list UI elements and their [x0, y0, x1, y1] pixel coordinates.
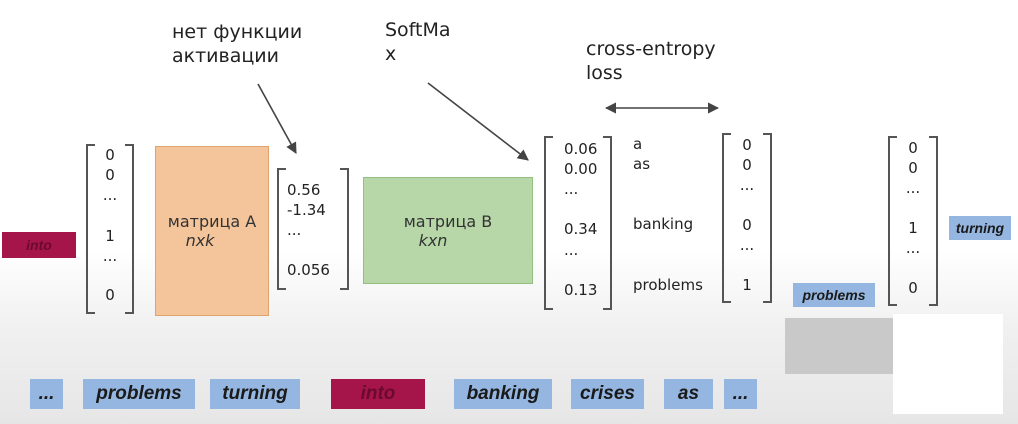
word-tag-turning: turning: [949, 216, 1011, 240]
output-label: problems: [633, 276, 703, 294]
vector-value: ...: [739, 176, 755, 194]
hidden-vector-left-bracket: [277, 168, 286, 290]
target-vector-1-left-bracket: [722, 133, 731, 303]
arrow-to-hidden-vector: [257, 83, 297, 154]
vector-value: 0.056: [287, 261, 330, 279]
sentence-token-input: into: [331, 379, 425, 409]
word-tag-problems: problems: [793, 283, 875, 307]
input-word-tag: into: [2, 232, 76, 258]
target-vector-2: 0 0 ... 1 ... 0: [888, 136, 938, 306]
target-vector-2-left-bracket: [888, 136, 897, 306]
vector-value: ...: [564, 241, 579, 259]
vector-value: ...: [905, 179, 921, 197]
input-vector-left-bracket: [86, 144, 95, 314]
sentence-token: as: [664, 379, 713, 409]
vector-value: 0: [742, 136, 752, 154]
arrow-to-output-vector: [427, 82, 529, 161]
output-label: as: [633, 155, 651, 173]
vector-value: ...: [564, 180, 579, 198]
vector-value: 0: [908, 139, 918, 157]
sentence-token: ...: [724, 379, 757, 409]
target-vector-1-right-bracket: [763, 133, 772, 303]
matrix-a-dims: nxk: [185, 231, 215, 250]
sentence-token: turning: [210, 379, 300, 409]
vector-value: 1: [742, 276, 752, 294]
annotation-softmax: SoftMa x: [385, 19, 451, 65]
vector-value: 0: [742, 216, 752, 234]
vector-value: 0.13: [564, 281, 598, 299]
vector-value: 0: [105, 286, 115, 304]
output-vector-left-bracket: [544, 136, 553, 310]
matrix-b-title: матрица В: [403, 211, 493, 231]
vector-value: 0: [908, 159, 918, 177]
annotation-no-activation: нет функции активации: [172, 21, 303, 67]
matrix-a-box: матрица А nxk: [155, 146, 269, 316]
hidden-vector: 0.56 -1.34 ... 0.056: [277, 168, 349, 290]
matrix-a-title: матрица А: [167, 212, 257, 231]
target-vector-1: 0 0 ... 0 ... 1: [722, 133, 772, 303]
vector-value: -1.34: [287, 201, 326, 219]
vector-value: 0.00: [564, 160, 598, 178]
matrix-b-dims: kxn: [418, 230, 448, 250]
vector-value: 1: [105, 227, 115, 245]
vector-value: ...: [102, 186, 118, 204]
output-label: a: [633, 135, 643, 153]
matrix-b-box: матрица В kxn: [363, 177, 533, 284]
input-vector: 0 0 ... 1 ... 0: [86, 144, 134, 314]
sentence-token: problems: [83, 379, 195, 409]
sentence-token: ...: [30, 379, 63, 409]
output-label: banking: [633, 215, 694, 233]
sentence-token: banking: [454, 379, 552, 409]
sentence-token: crises: [571, 379, 644, 409]
hidden-vector-right-bracket: [340, 168, 349, 290]
vector-value: ...: [102, 247, 118, 265]
annotation-cross-entropy: cross-entropy loss: [586, 38, 716, 84]
vector-value: ...: [287, 221, 302, 239]
vector-value: ...: [905, 239, 921, 257]
vector-value: 0: [908, 279, 918, 297]
vector-value: 0.34: [564, 220, 598, 238]
vector-value: 0: [742, 156, 752, 174]
overlay-panel: [785, 318, 895, 374]
vector-value: 0.56: [287, 181, 321, 199]
vector-value: 0.06: [564, 140, 598, 158]
vector-value: ...: [739, 236, 755, 254]
output-vector-right-bracket: [603, 136, 612, 310]
target-vector-2-right-bracket: [929, 136, 938, 306]
input-vector-right-bracket: [125, 144, 134, 314]
output-vector: 0.06 0.00 ... 0.34 ... 0.13: [544, 136, 612, 310]
vector-value: 1: [908, 219, 918, 237]
vector-value: 0: [105, 166, 115, 184]
vector-value: 0: [105, 146, 115, 164]
overlay-panel-white: [893, 314, 1003, 414]
